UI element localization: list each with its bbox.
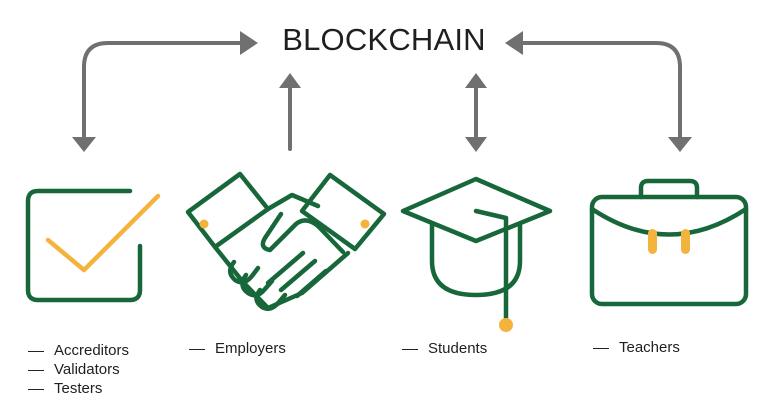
dash-icon [28,369,44,372]
diagram-title: BLOCKCHAIN [282,22,486,57]
dash-icon [28,350,44,353]
label-text: Accreditors [54,342,130,359]
employers-arrow-head [279,73,301,88]
label-group-accreditors: Accreditors Validators Testers [28,341,129,398]
label-text: Testers [54,380,103,397]
label-text: Employers [215,340,286,357]
left-arrow-head-right [240,31,258,55]
dash-icon [593,347,609,350]
handshake-icon [185,171,387,311]
arrows [72,31,692,152]
label-text: Teachers [619,339,680,356]
right-arrow-head-left [505,31,523,55]
briefcase-icon [589,178,749,307]
dash-icon [402,348,418,351]
graduation-cap-icon [400,176,553,332]
left-arrow-head-down [72,137,96,152]
label-row: Testers [28,379,129,398]
checkbox-icon [25,188,161,303]
label-row: Teachers [593,338,680,357]
label-group-teachers: Teachers [593,338,680,357]
right-arrow-head-down [668,137,692,152]
dash-icon [28,388,44,391]
label-group-students: Students [402,339,487,358]
label-row: Accreditors [28,341,129,360]
label-text: Students [428,340,488,357]
label-group-employers: Employers [189,339,286,358]
label-row: Validators [28,360,129,379]
dash-icon [189,348,205,351]
label-row: Students [402,339,487,358]
label-text: Validators [54,361,120,378]
students-arrow-head-down [465,137,487,152]
left-curved-arrow [82,41,246,140]
label-row: Employers [189,339,286,358]
students-arrow-head-up [465,73,487,88]
right-curved-arrow [518,41,682,140]
